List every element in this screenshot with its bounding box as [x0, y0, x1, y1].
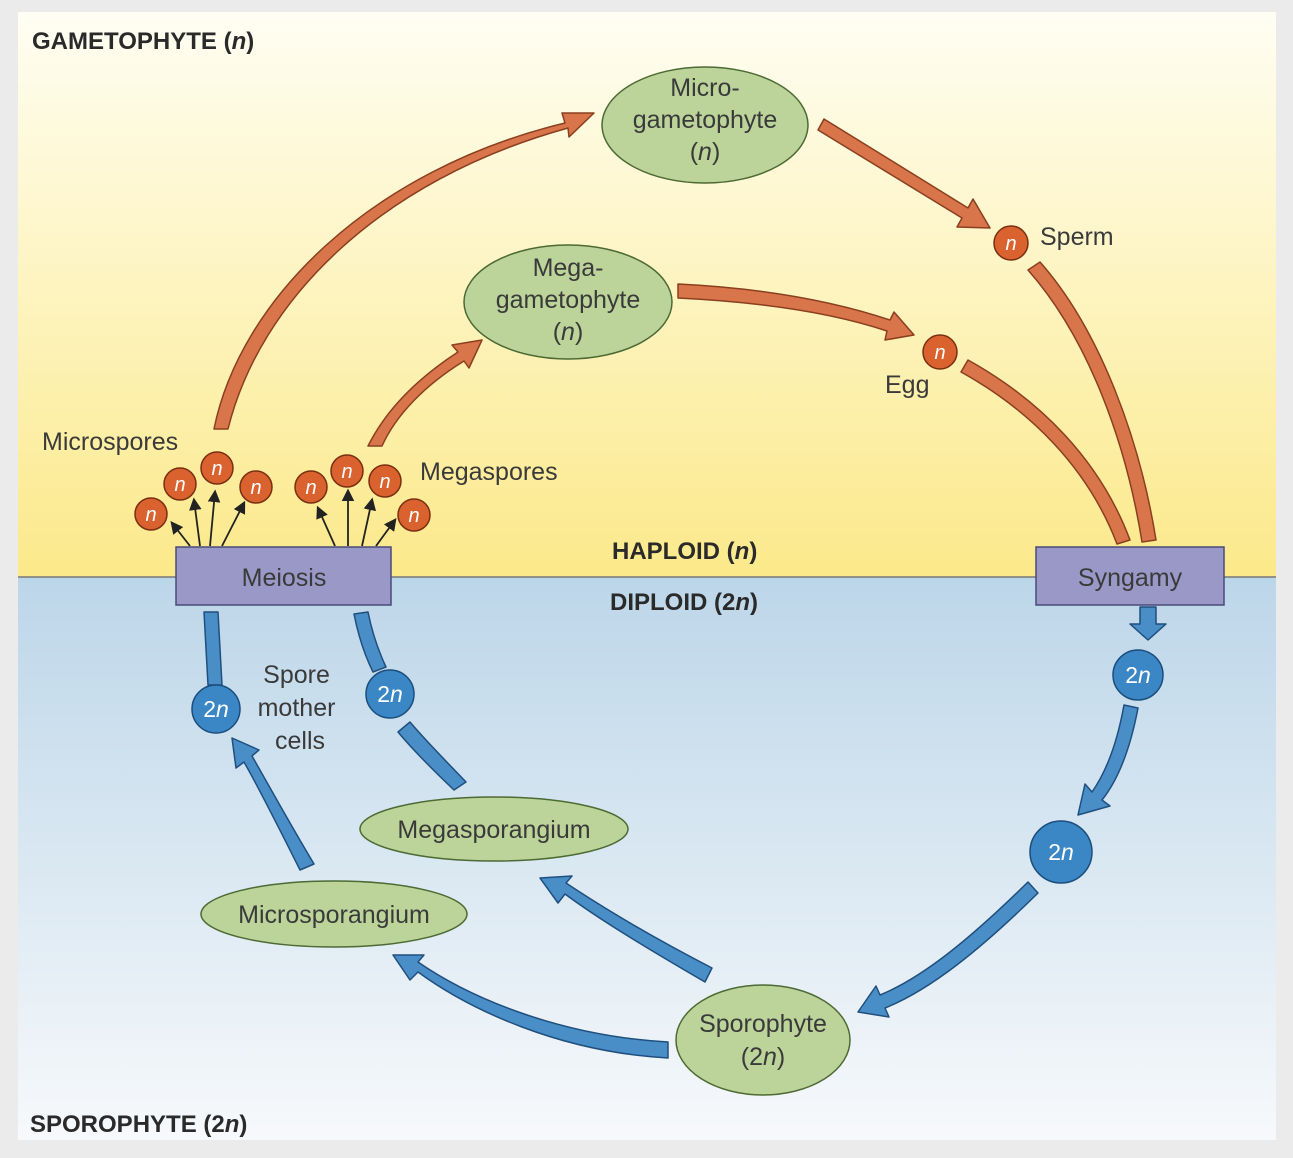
zygote-cell: 2n	[1112, 649, 1164, 701]
spore-mother-cell: 2n	[365, 669, 415, 719]
megaspore-cell: n	[368, 464, 402, 498]
svg-text:(2n): (2n)	[741, 1043, 785, 1071]
microgametophyte-oval: Micro- gametophyte (n)	[601, 66, 809, 184]
svg-text:n: n	[145, 504, 156, 526]
svg-text:2n: 2n	[203, 696, 229, 722]
arrow-to-microgametophyte	[213, 112, 595, 430]
megasporangium-oval: Megasporangium	[359, 796, 629, 862]
arrow-egg-to-syngamy	[960, 359, 1131, 545]
spore-mother-cells-label: Spore mother cells	[258, 661, 343, 755]
megaspore-cell: n	[397, 498, 431, 532]
egg-label: Egg	[885, 371, 929, 399]
svg-text:n: n	[211, 458, 222, 480]
svg-text:Micro-: Micro-	[670, 74, 739, 102]
megagametophyte-oval: Mega- gametophyte (n)	[463, 244, 673, 360]
svg-text:(n): (n)	[553, 318, 584, 346]
meiosis-box: Meiosis	[175, 546, 392, 606]
megaspores-label: Megaspores	[420, 458, 558, 486]
arrow-to-sperm	[817, 118, 991, 229]
svg-text:n: n	[341, 461, 352, 483]
svg-text:2n: 2n	[1048, 839, 1074, 865]
arrow-syngamy-down	[1129, 606, 1167, 641]
svg-text:gametophyte: gametophyte	[633, 106, 778, 134]
arrow-mothercell-to-meiosis-left	[203, 611, 223, 686]
arrow-to-megasporangium	[539, 875, 713, 983]
microspore-cell: n	[239, 470, 273, 504]
microsporangium-oval: Microsporangium	[200, 880, 468, 948]
svg-text:n: n	[250, 477, 261, 499]
syngamy-label: Syngamy	[1078, 564, 1183, 592]
svg-text:Microsporangium: Microsporangium	[238, 901, 430, 929]
svg-text:n: n	[379, 471, 390, 493]
svg-text:n: n	[934, 342, 945, 364]
embryo-cell: 2n	[1029, 820, 1093, 884]
arrow-sperm-to-syngamy	[1027, 261, 1157, 543]
svg-text:Sporophyte: Sporophyte	[699, 1010, 827, 1038]
microspore-cell: n	[134, 497, 168, 531]
arrow-embryo-to-sporophyte	[857, 881, 1039, 1018]
sporophyte-header: SPOROPHYTE (2n)	[30, 1111, 247, 1138]
megaspore-cell: n	[294, 470, 328, 504]
arrow-megasporangium-to-mothercell	[397, 721, 467, 791]
syngamy-box: Syngamy	[1035, 546, 1225, 606]
arrow-microsporangium-to-mothercell	[231, 737, 315, 871]
egg-cell: n	[922, 334, 958, 370]
svg-text:n: n	[408, 505, 419, 527]
arrow-to-microsporangium	[392, 954, 669, 1059]
svg-text:gametophyte: gametophyte	[496, 286, 641, 314]
arrow-zygote-to-embryo	[1077, 704, 1139, 816]
svg-text:Megasporangium: Megasporangium	[397, 816, 590, 844]
microspores-label: Microspores	[42, 428, 178, 456]
sporophyte-oval: Sporophyte (2n)	[675, 984, 851, 1096]
arrow-mothercell-to-meiosis-right	[353, 611, 387, 673]
haploid-label: HAPLOID (n)	[612, 538, 757, 565]
spore-mother-cell: 2n	[191, 684, 241, 734]
svg-text:Mega-: Mega-	[533, 254, 604, 282]
arrow-to-megagametophyte	[367, 339, 483, 447]
meiosis-label: Meiosis	[242, 564, 327, 592]
arrow-to-egg	[677, 283, 915, 341]
svg-text:n: n	[1005, 233, 1016, 255]
sperm-label: Sperm	[1040, 223, 1114, 251]
svg-text:2n: 2n	[1125, 662, 1151, 688]
diploid-label: DIPLOID (2n)	[610, 589, 758, 616]
microspore-cell: n	[200, 451, 234, 485]
svg-text:n: n	[305, 477, 316, 499]
svg-text:2n: 2n	[377, 681, 403, 707]
gametophyte-header: GAMETOPHYTE (n)	[32, 28, 254, 55]
sperm-cell: n	[993, 225, 1029, 261]
microspore-cell: n	[163, 467, 197, 501]
svg-text:(n): (n)	[690, 138, 721, 166]
megaspore-cell: n	[330, 454, 364, 488]
svg-text:n: n	[174, 474, 185, 496]
